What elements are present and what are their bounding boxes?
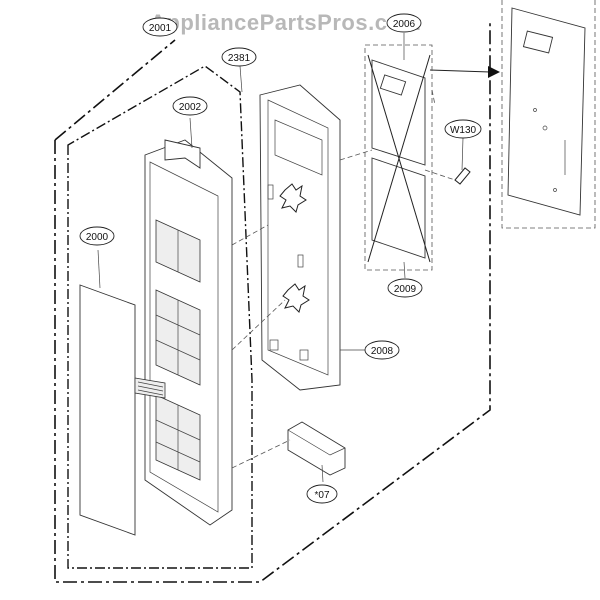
panel-face xyxy=(149,161,219,513)
assembly-arrow-head xyxy=(488,66,500,78)
alignment-line xyxy=(431,89,436,106)
alignment-line xyxy=(231,224,269,246)
callout-label: 2000 xyxy=(86,232,109,243)
callout-2381: 2381 xyxy=(221,47,257,67)
leader-07 xyxy=(321,464,324,483)
alignment-line xyxy=(339,149,373,161)
frame-slot xyxy=(267,184,274,200)
callout-2006: 2006 xyxy=(386,13,422,33)
leader-2381 xyxy=(239,65,243,93)
callout-label: 2006 xyxy=(393,19,416,30)
pcb-board xyxy=(507,7,586,216)
callout-2008: 2008 xyxy=(364,340,400,360)
button-edge xyxy=(287,429,346,456)
callout-label: 2381 xyxy=(228,53,251,64)
pcb-box-outline xyxy=(501,0,596,229)
cross-line xyxy=(367,54,431,263)
callout-label: W130 xyxy=(450,125,477,136)
keypad-grid xyxy=(155,300,201,375)
frame-clip-lower xyxy=(282,283,310,313)
leader-2000 xyxy=(97,249,101,289)
display-part-upper xyxy=(371,59,426,166)
frame-tab xyxy=(269,339,279,351)
callout-07: *07 xyxy=(306,484,338,504)
display-window xyxy=(379,74,407,96)
callout-label: *07 xyxy=(314,490,329,501)
ribbon-lines xyxy=(137,381,164,396)
callout-label: 2002 xyxy=(179,102,202,113)
leader-2009 xyxy=(403,261,406,279)
crossed-part-box xyxy=(364,44,433,271)
membrane-2000 xyxy=(79,284,136,536)
pcb-hole xyxy=(553,188,557,192)
frame-tab xyxy=(299,349,309,361)
callout-label: 2009 xyxy=(394,284,417,295)
assembly-2381-boundary xyxy=(67,65,253,569)
callout-2009: 2009 xyxy=(387,278,423,298)
frame-slot xyxy=(297,254,304,268)
frame-clip-upper xyxy=(279,183,307,213)
assembly-2001-top-edge xyxy=(54,39,176,141)
alignment-line xyxy=(424,169,456,181)
assembly-arrow-line xyxy=(429,69,491,73)
callout-2000: 2000 xyxy=(79,226,115,246)
alignment-line xyxy=(231,439,291,469)
watermark-text: AppliancePartsPros.com xyxy=(150,10,421,35)
door-button-07 xyxy=(287,421,346,476)
frame-window xyxy=(274,119,323,176)
callout-2002: 2002 xyxy=(172,96,208,116)
leader-w130 xyxy=(461,137,464,171)
pcb-hole xyxy=(533,108,537,112)
keypad-part-lower xyxy=(371,157,426,259)
pcb-hole xyxy=(542,125,548,131)
pcb-display-window xyxy=(522,30,554,54)
alignment-line xyxy=(231,299,286,351)
callout-w130: W130 xyxy=(444,119,482,139)
callout-2001: 2001 xyxy=(142,17,178,37)
frame-inner-edge xyxy=(267,99,329,376)
callout-label: 2008 xyxy=(371,346,394,357)
keypad-grid xyxy=(155,405,201,470)
panel-top-tab xyxy=(164,139,201,169)
screw-w130 xyxy=(454,167,471,185)
control-frame-2008 xyxy=(259,84,341,391)
callout-label: 2001 xyxy=(149,23,172,34)
assembly-2001-boundary xyxy=(54,20,491,583)
leader-2002 xyxy=(189,117,193,149)
